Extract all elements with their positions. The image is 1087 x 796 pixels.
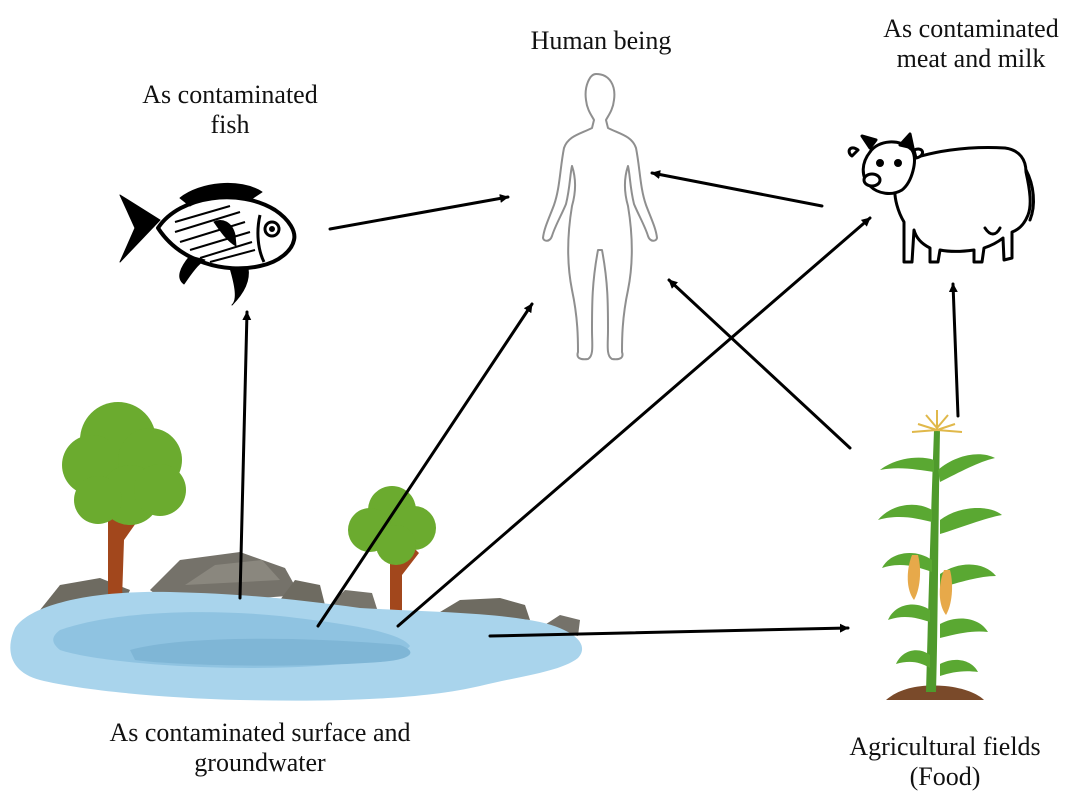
arrow-fish-to-human: [330, 197, 508, 229]
corn-plant-icon: [878, 410, 1002, 700]
tree-large-icon: [62, 402, 186, 600]
label-cow-line1: As contaminated: [860, 14, 1082, 44]
label-fish-line1: As contaminated: [100, 80, 360, 110]
label-cow-line2: meat and milk: [860, 44, 1082, 74]
label-field: Agricultural fields (Food): [820, 732, 1070, 792]
arrow-field-to-cow: [953, 284, 958, 416]
arrow-cow-to-human: [652, 173, 822, 206]
fish-icon: [120, 183, 294, 305]
label-human: Human being: [486, 26, 716, 56]
label-fish-line2: fish: [100, 110, 360, 140]
label-cow: As contaminated meat and milk: [860, 14, 1082, 74]
arrow-water-to-cow: [398, 218, 870, 626]
label-water-line2: groundwater: [60, 748, 460, 778]
arrows: [240, 173, 958, 636]
cow-icon: [849, 134, 1033, 262]
label-water: As contaminated surface and groundwater: [60, 718, 460, 778]
human-silhouette-icon: [543, 74, 657, 359]
arrow-water-to-human: [318, 304, 532, 626]
label-water-line1: As contaminated surface and: [60, 718, 460, 748]
water-pond-icon: [10, 402, 582, 701]
label-field-line2: (Food): [820, 762, 1070, 792]
arrow-field-to-human: [669, 280, 850, 448]
label-fish: As contaminated fish: [100, 80, 360, 140]
label-human-text: Human being: [486, 26, 716, 56]
label-field-line1: Agricultural fields: [820, 732, 1070, 762]
